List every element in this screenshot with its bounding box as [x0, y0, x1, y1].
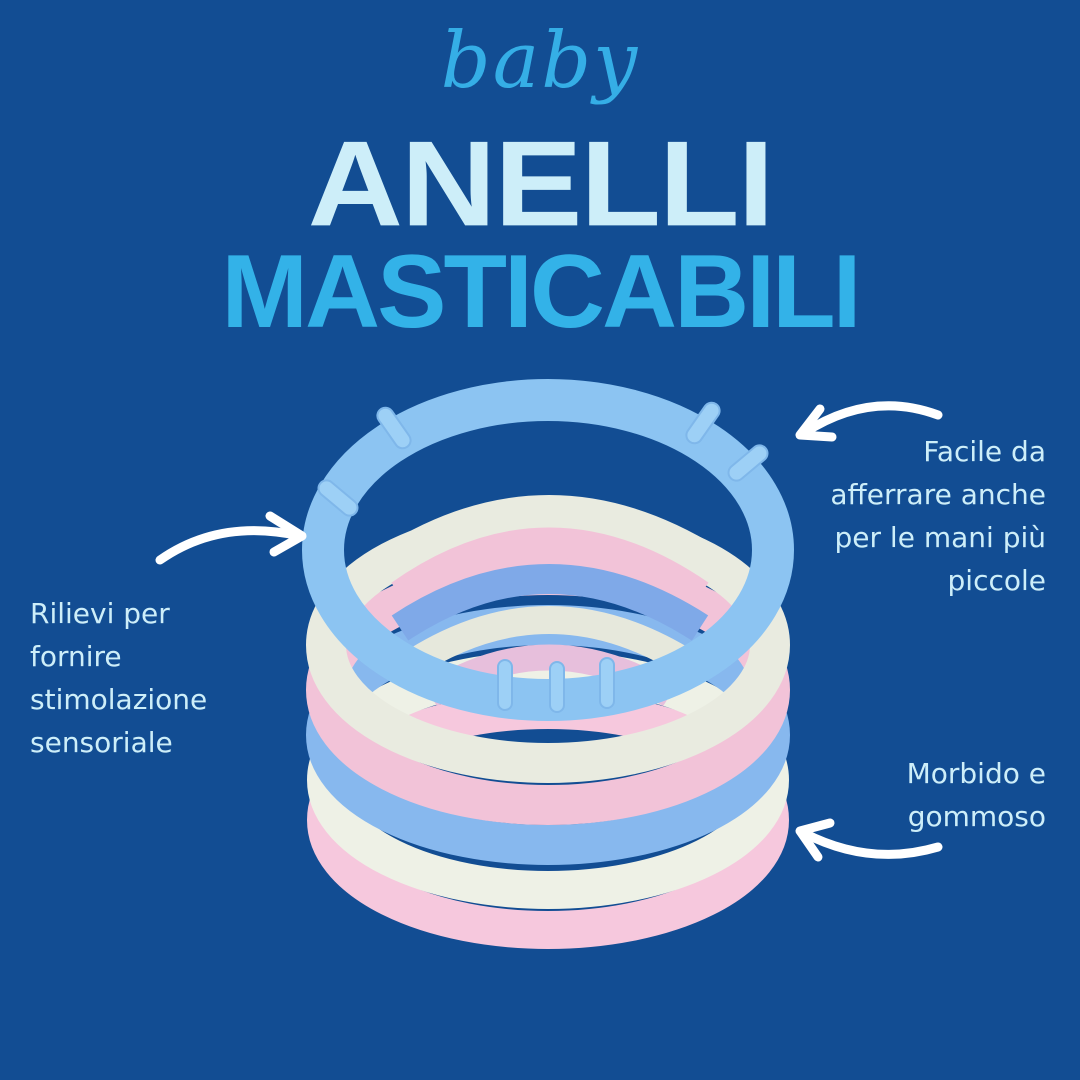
callout-line: Facile da	[923, 435, 1046, 468]
callout-line: fornire	[30, 640, 122, 673]
arrow-icon-top-right	[795, 401, 943, 442]
callout-line: Morbido e	[906, 757, 1046, 790]
callout-line: sensoriale	[30, 726, 173, 759]
callout-sensory-ridges: Rilievi per fornire stimolazione sensori…	[30, 592, 207, 764]
callout-line: gommoso	[907, 800, 1046, 833]
callout-line: per le mani più	[834, 521, 1046, 554]
callout-soft-rubbery: Morbido e gommoso	[907, 752, 1046, 838]
ring-blue-top	[302, 379, 794, 721]
product-image-teething-rings	[302, 379, 794, 949]
callout-line: stimolazione	[30, 683, 208, 716]
callout-easy-grip: Facile da afferrare anche per le mani pi…	[830, 430, 1046, 602]
title-line-1: ANELLI	[307, 115, 775, 252]
callout-line: afferrare anche	[830, 478, 1046, 511]
callout-line: Rilievi per	[30, 597, 170, 630]
callout-line: piccole	[947, 564, 1046, 597]
arrow-icon-bottom-right	[795, 818, 943, 862]
title-line-2: MASTICABILI	[221, 234, 861, 350]
arrow-icon-left	[155, 511, 307, 565]
script-word-baby: baby	[440, 16, 640, 106]
ring-cream-middle	[306, 507, 790, 783]
